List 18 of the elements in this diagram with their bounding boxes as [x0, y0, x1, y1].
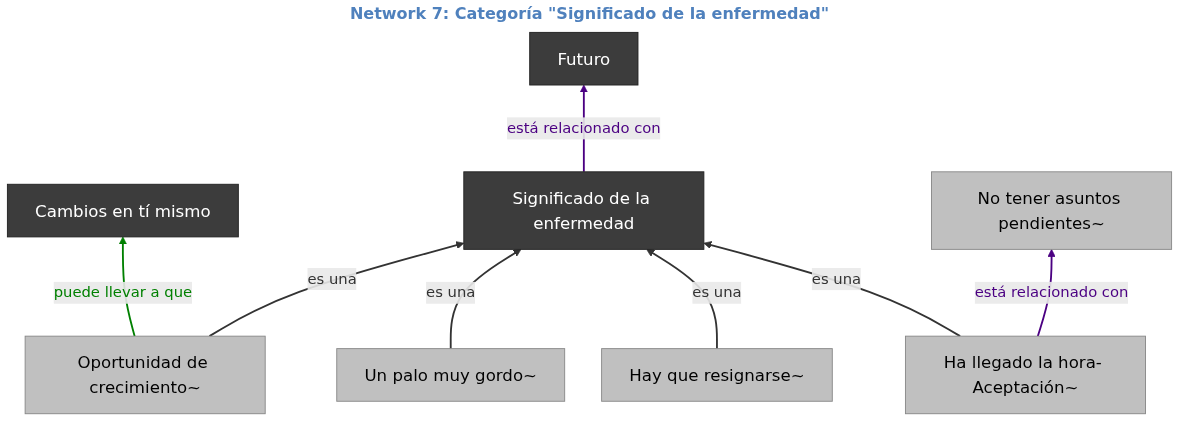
diagram-title: Network 7: Categoría "Significado de la enfermedad": [349, 4, 830, 23]
edge-label: es una: [426, 283, 476, 302]
node-box: Hay que resignarse~: [601, 348, 833, 402]
node-box: Un palo muy gordo~: [336, 348, 566, 402]
edge-label: es una: [811, 269, 862, 288]
edge-label: puede llevar a que: [53, 283, 193, 302]
edge-label: es una: [307, 269, 357, 288]
edge-label: es una: [692, 283, 742, 302]
node-box: Futuro: [529, 31, 639, 86]
node-box: Cambios en tí mismo: [6, 183, 239, 238]
edge-label: está relacionado con: [507, 119, 661, 137]
arrow: [208, 241, 465, 338]
node-box: Oportunidad de crecimiento~: [24, 335, 266, 415]
arrow: [703, 241, 962, 338]
edge-label: está relacionado con: [974, 283, 1129, 302]
node-box: Ha llegado la hora- Aceptación~: [905, 335, 1146, 415]
node-box: No tener asuntos pendientes~: [931, 171, 1173, 250]
node-box: Significado de la enfermedad: [463, 171, 705, 250]
